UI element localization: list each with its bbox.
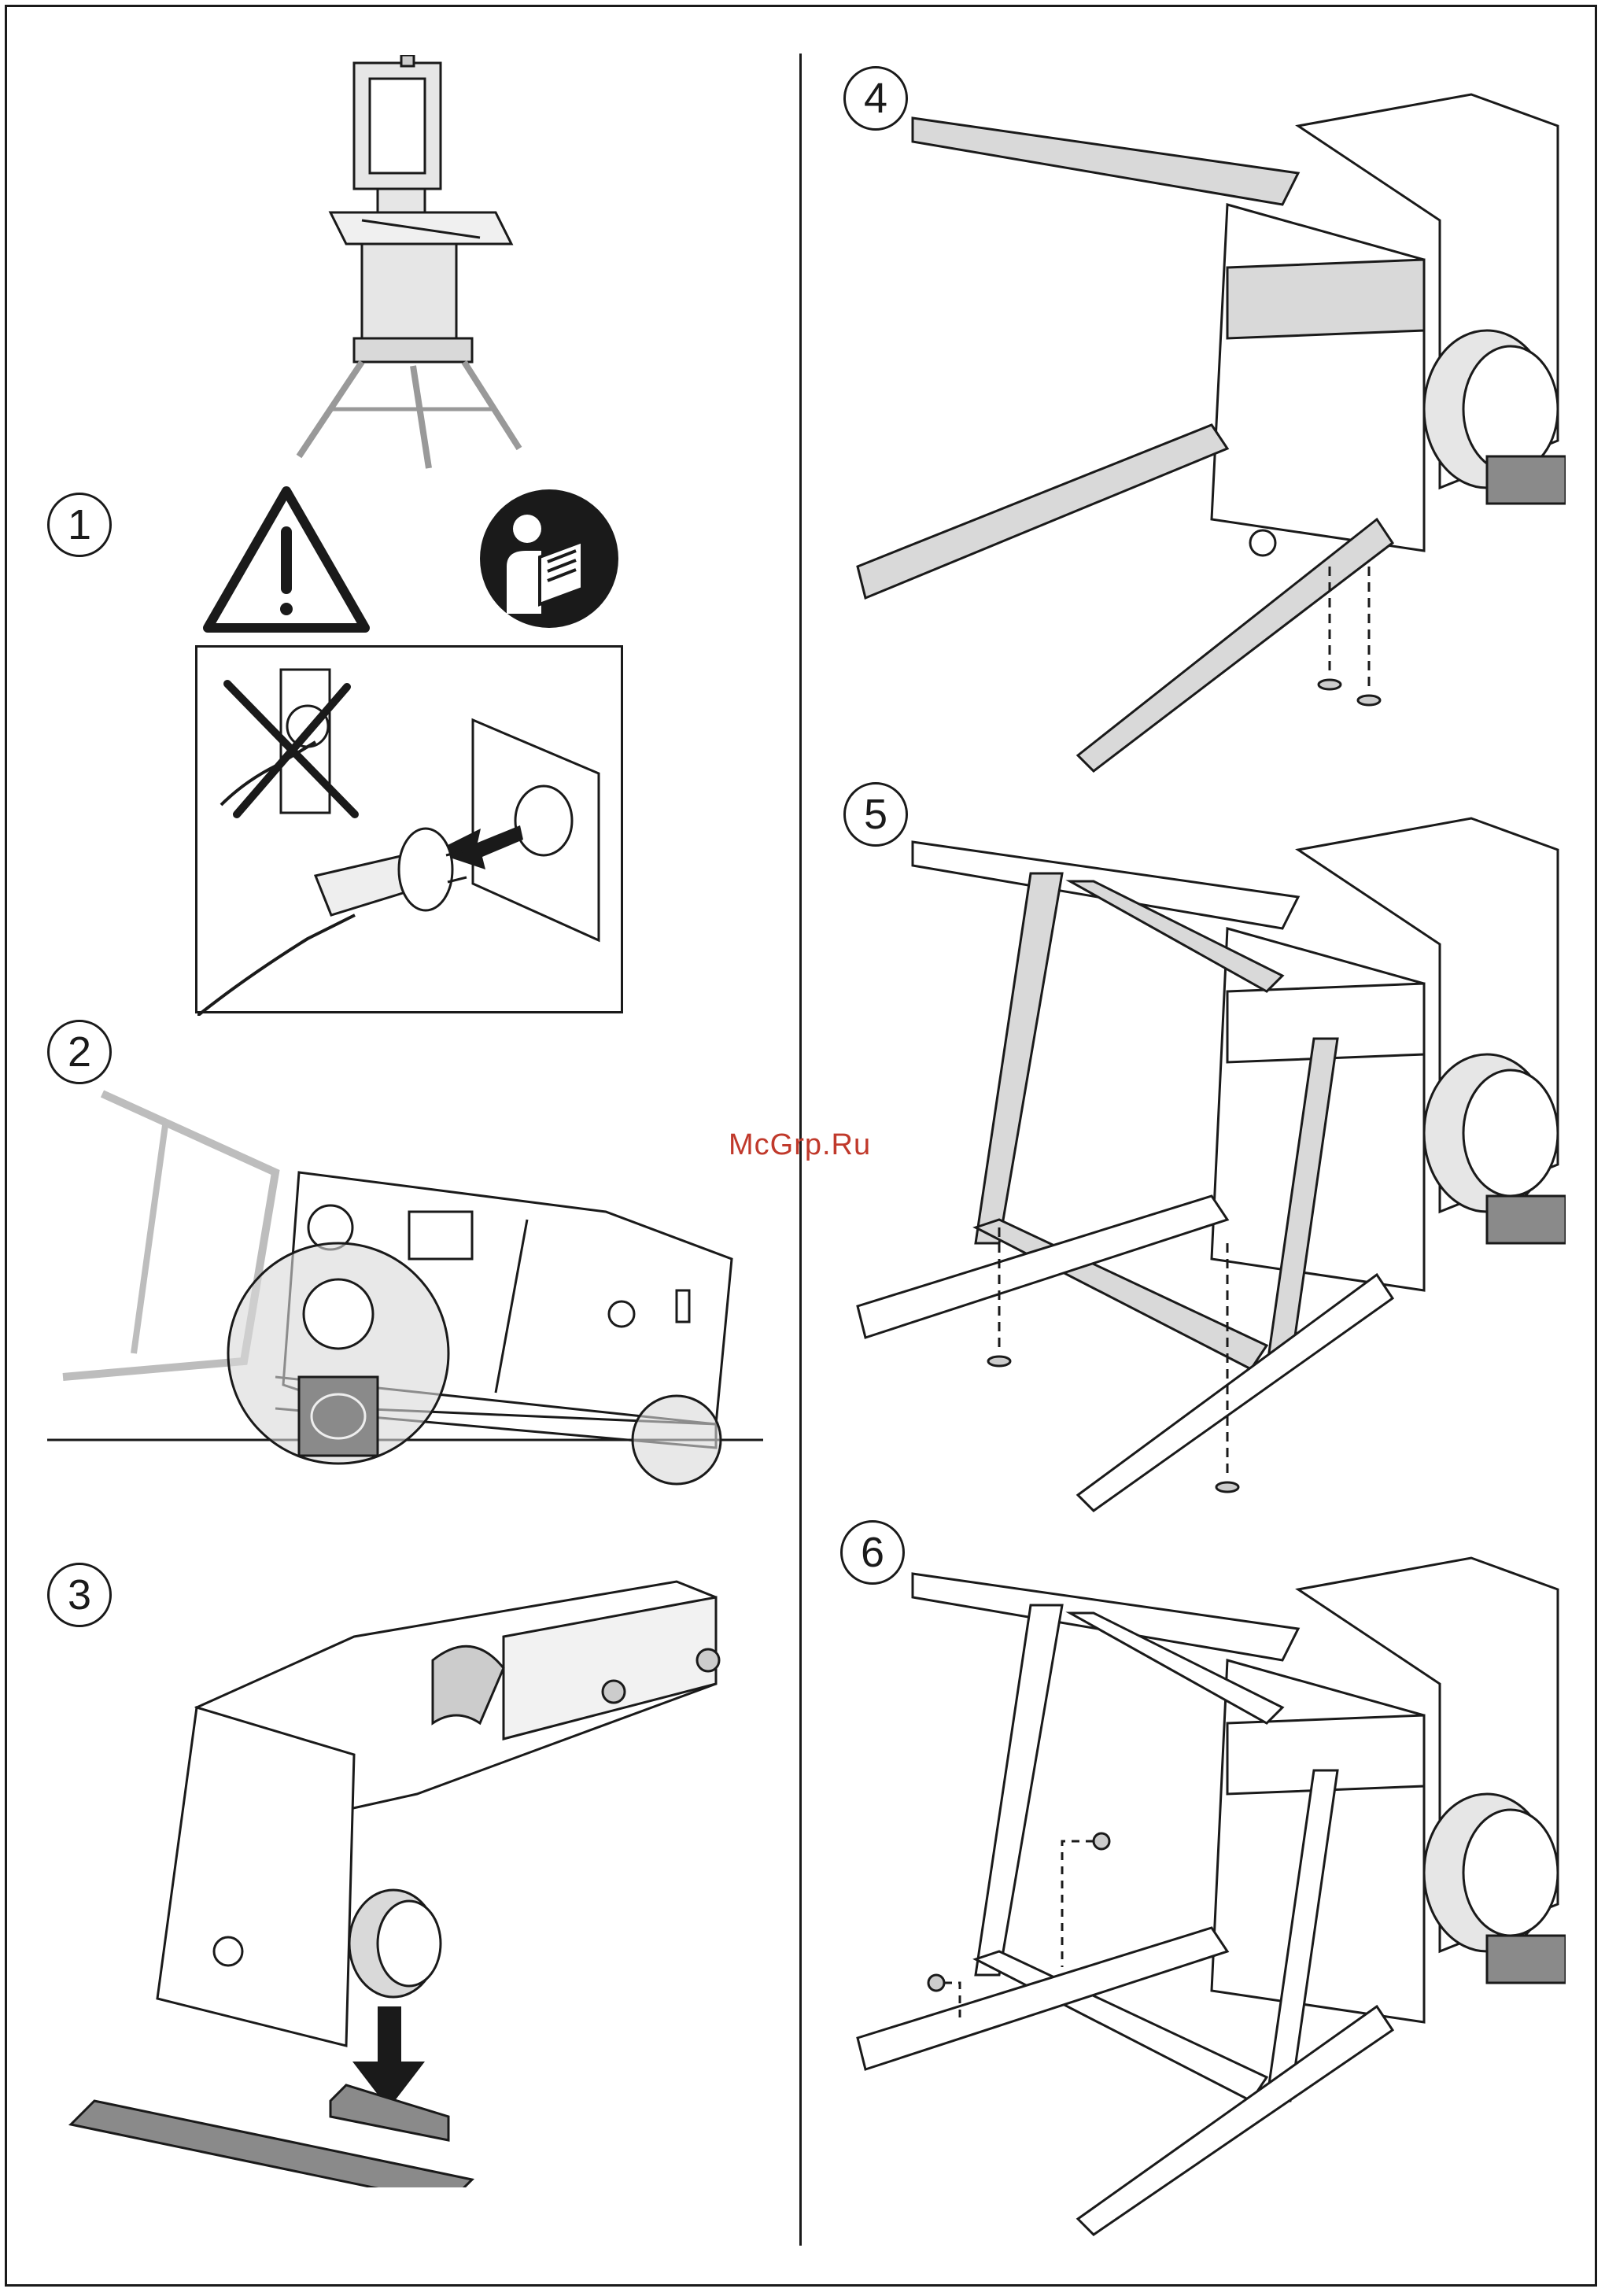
step-number-2: 2 (47, 1020, 112, 1084)
bandsaw-on-wood-blocks-illustration (63, 1558, 732, 2187)
warning-triangle-icon (201, 485, 371, 634)
unplug-icon (197, 648, 625, 1016)
stand-final-assembly-step6-illustration (842, 1542, 1566, 2250)
bandsaw-overview-illustration (283, 55, 535, 472)
stand-legs-assembly-step4-illustration (842, 79, 1566, 803)
read-manual-icon (478, 488, 620, 629)
bandsaw-tilted-on-block-illustration (39, 1078, 771, 1487)
unplug-warning-box (195, 645, 623, 1013)
watermark-text: McGrp.Ru (729, 1128, 871, 1162)
stand-braces-assembly-step5-illustration (842, 803, 1566, 1526)
step-number-1: 1 (47, 493, 112, 557)
